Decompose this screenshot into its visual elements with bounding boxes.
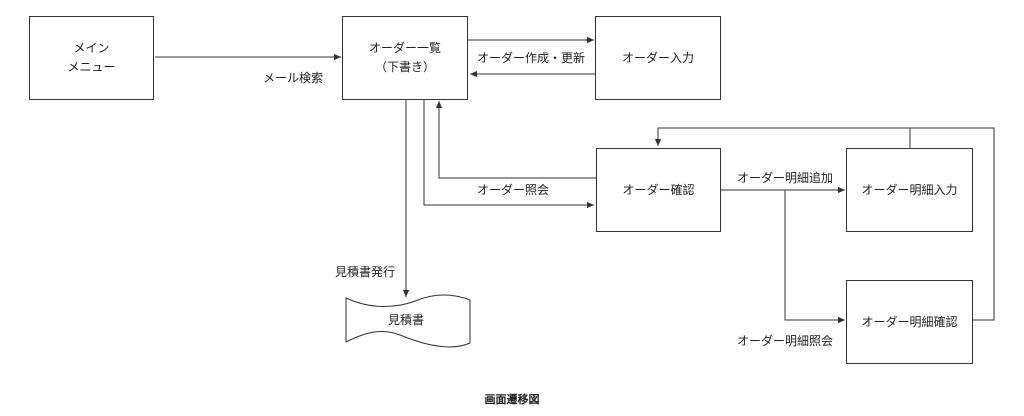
label-add-detail: オーダー明細追加	[737, 171, 834, 185]
edge-detail-input-return	[654, 127, 911, 148]
detail-input-node[interactable]: オーダー明細入力	[846, 148, 973, 232]
label-mail-search: メール検索	[263, 71, 324, 85]
order-confirm-node[interactable]: オーダー確認	[596, 148, 721, 232]
order-confirm-label: オーダー確認	[622, 182, 695, 197]
edge-detail-confirm-return	[910, 127, 995, 321]
edge-order-inquiry	[423, 100, 594, 209]
order-list-label-2: （下書き）	[374, 60, 435, 74]
detail-confirm-label: オーダー明細確認	[861, 314, 958, 329]
main-menu-label-2: メニュー	[67, 60, 116, 74]
detail-input-label: オーダー明細入力	[861, 182, 958, 197]
main-menu-node[interactable]: メイン メニュー	[29, 16, 154, 100]
label-detail-inquiry: オーダー明細照会	[737, 334, 834, 348]
quote-document-shape	[345, 294, 471, 348]
order-input-node[interactable]: オーダー入力	[595, 16, 721, 100]
order-list-label-1: オーダー一覧	[368, 41, 441, 56]
diagram-caption: 画面遷移図	[484, 393, 540, 406]
main-menu-label-1: メイン	[73, 41, 110, 56]
quote-document-label: 見積書	[387, 313, 424, 327]
order-list-node[interactable]: オーダー一覧 （下書き）	[342, 16, 468, 100]
label-quote-issue: 見積書発行	[335, 265, 396, 279]
edge-detail-inquiry	[784, 190, 845, 324]
label-order-inquiry: オーダー照会	[477, 183, 550, 197]
order-input-label: オーダー入力	[621, 50, 694, 65]
label-create-update: オーダー作成・更新	[477, 51, 586, 65]
detail-confirm-node[interactable]: オーダー明細確認	[846, 280, 973, 364]
edge-confirm-to-list	[435, 101, 596, 179]
